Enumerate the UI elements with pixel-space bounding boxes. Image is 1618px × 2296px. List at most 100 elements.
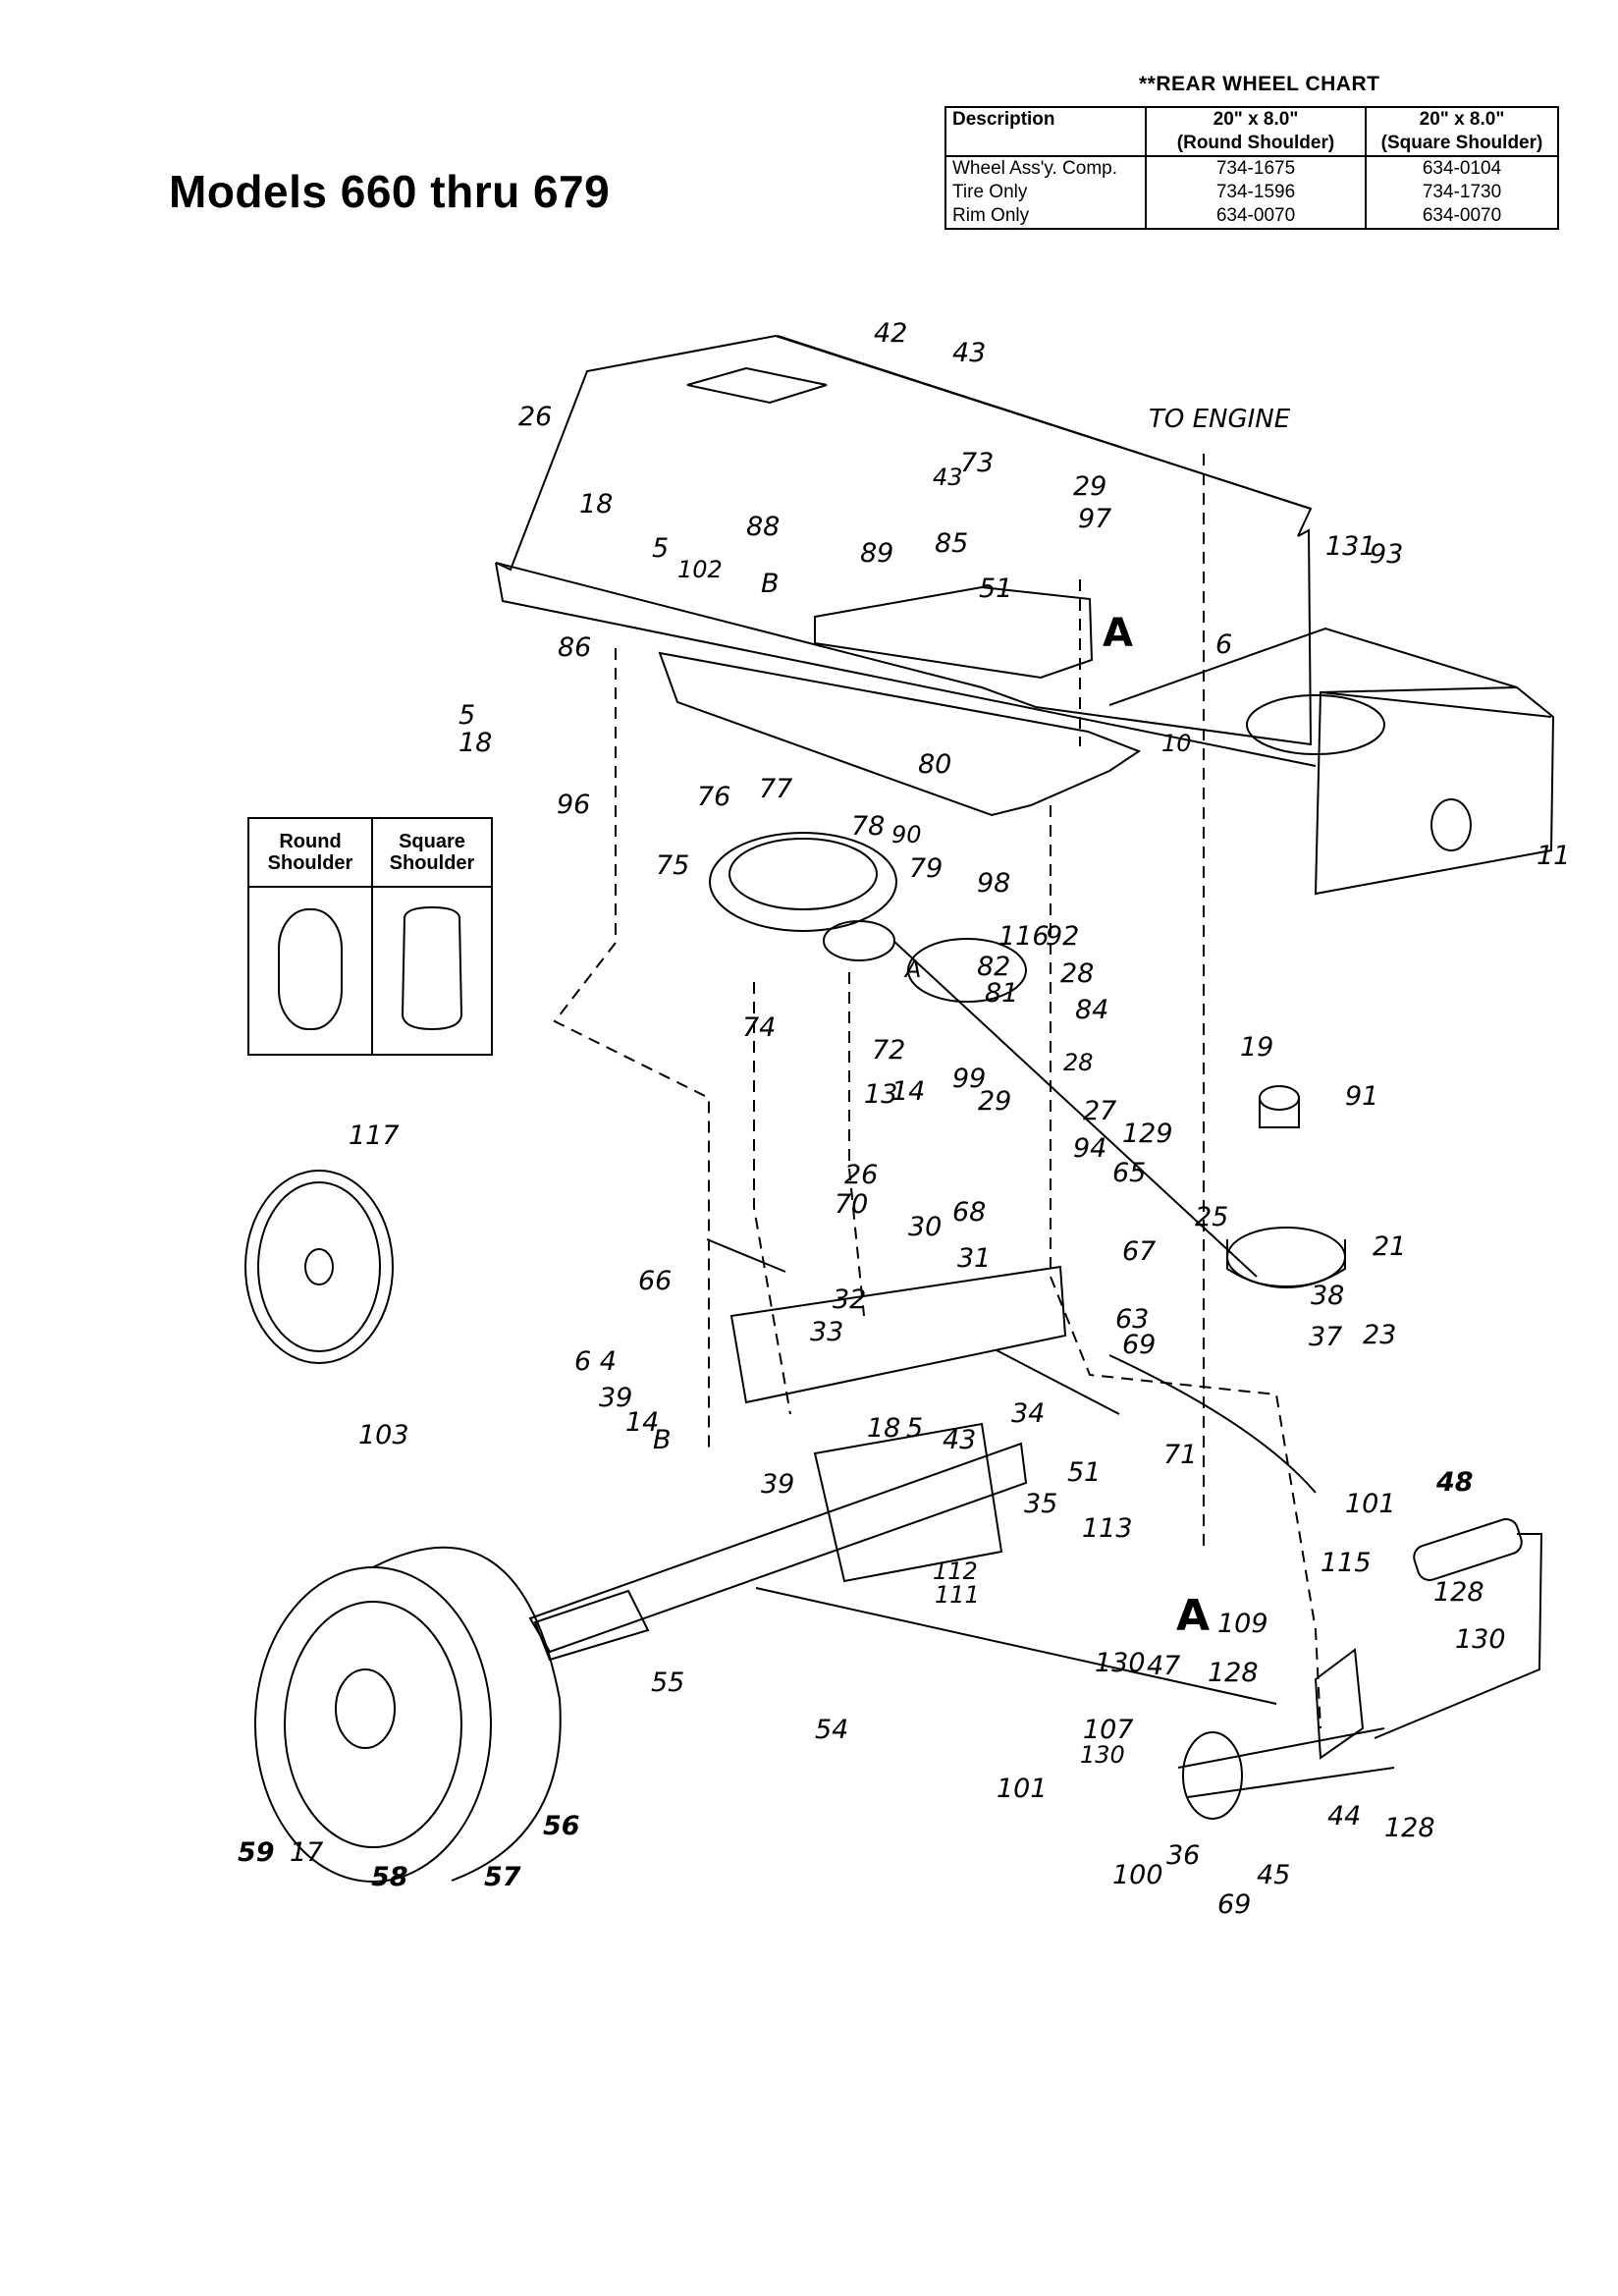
callout-5: 5	[458, 700, 475, 731]
shoulder-legend: Round Shoulder Square Shoulder	[247, 817, 493, 1056]
callout-128: 128	[1433, 1577, 1484, 1608]
table-row: Wheel Ass'y. Comp. 734-1675 634-0104	[944, 156, 1559, 181]
callout-70: 70	[835, 1189, 868, 1220]
callout-90: 90	[891, 821, 922, 848]
square-shoulder-label-2: Shoulder	[389, 852, 475, 874]
square-shoulder-label-1: Square	[399, 831, 465, 852]
square-shoulder-header: Square Shoulder	[371, 819, 493, 888]
callout-25: 25	[1195, 1202, 1228, 1232]
callout-84: 84	[1075, 995, 1108, 1025]
rear-tire-drawing	[254, 1546, 562, 1883]
callout-32: 32	[833, 1285, 866, 1315]
callout-98: 98	[977, 868, 1010, 899]
callout-72: 72	[872, 1035, 905, 1066]
callout-29: 29	[978, 1086, 1011, 1117]
callout-6: 6	[1215, 629, 1232, 660]
callout-A: A	[903, 956, 921, 983]
callout-68: 68	[952, 1197, 986, 1228]
callout-130: 130	[1095, 1648, 1146, 1678]
callout-129: 129	[1122, 1119, 1173, 1149]
callout-to-engine: TO ENGINE	[1149, 405, 1291, 434]
callout-116: 116	[998, 921, 1050, 952]
callout-43: 43	[943, 1425, 976, 1455]
callout-29: 29	[1073, 471, 1106, 502]
callout-82: 82	[977, 952, 1010, 982]
row-description: Rim Only	[944, 204, 1147, 230]
callout-B: B	[761, 569, 780, 599]
callout-101: 101	[997, 1774, 1048, 1804]
callout-21: 21	[1373, 1231, 1406, 1262]
callout-89: 89	[860, 538, 893, 569]
callout-26: 26	[518, 402, 552, 432]
callout-92: 92	[1046, 921, 1079, 952]
row-round-part: 734-1596	[1145, 181, 1367, 204]
transaxle-drawing	[528, 1265, 1067, 1662]
callout-18: 18	[579, 489, 613, 519]
callout-96: 96	[557, 790, 590, 820]
callout-73: 73	[960, 448, 994, 478]
header-round-size: 20" x 8.0"	[1213, 109, 1299, 130]
callout-34: 34	[1011, 1398, 1045, 1429]
frame-drawing	[495, 334, 1555, 896]
callout-85: 85	[935, 528, 968, 559]
callout-57: 57	[484, 1862, 521, 1892]
callout-77: 77	[759, 774, 792, 804]
callout-103: 103	[358, 1420, 409, 1450]
callout-51: 51	[979, 574, 1012, 604]
callout-115: 115	[1321, 1548, 1372, 1578]
header-square-size: 20" x 8.0"	[1419, 109, 1505, 130]
round-shoulder-header: Round Shoulder	[249, 819, 371, 888]
callout-55: 55	[651, 1667, 684, 1698]
callout-36: 36	[1166, 1840, 1200, 1871]
callout-99: 99	[952, 1064, 986, 1094]
callout-56: 56	[543, 1811, 580, 1841]
callout-27: 27	[1083, 1096, 1116, 1126]
callout-81: 81	[985, 978, 1018, 1009]
rear-wheel-chart-title: **REAR WHEEL CHART	[1139, 73, 1380, 95]
callout-39: 39	[761, 1469, 794, 1500]
callout-18: 18	[867, 1413, 900, 1444]
row-square-part: 634-0104	[1365, 156, 1559, 181]
callout-109: 109	[1217, 1609, 1268, 1639]
callout-74: 74	[742, 1012, 776, 1043]
callout-66: 66	[638, 1266, 672, 1296]
round-shoulder-tire-profile	[278, 908, 343, 1030]
callout-75: 75	[656, 850, 689, 881]
callout-42: 42	[874, 318, 907, 349]
row-round-part: 734-1675	[1145, 156, 1367, 181]
square-shoulder-tire-profile	[401, 905, 463, 1031]
callout-128: 128	[1208, 1658, 1259, 1688]
callout-93: 93	[1370, 539, 1403, 570]
callout-128: 128	[1384, 1813, 1435, 1843]
callout-59: 59	[238, 1837, 275, 1868]
callout-58: 58	[371, 1862, 408, 1892]
control-cable-drawing	[706, 1238, 1317, 1705]
row-square-part: 734-1730	[1365, 181, 1559, 204]
callout-65: 65	[1112, 1158, 1146, 1188]
callout-69: 69	[1122, 1330, 1156, 1360]
row-square-part: 634-0070	[1365, 204, 1559, 230]
callout-38: 38	[1311, 1281, 1344, 1311]
callout-111: 111	[935, 1581, 980, 1609]
header-square-shoulder: 20" x 8.0" (Square Shoulder)	[1365, 106, 1559, 157]
callout-80: 80	[918, 749, 951, 780]
callout-86: 86	[558, 632, 591, 663]
callout-39: 39	[599, 1383, 632, 1413]
callout-47: 47	[1147, 1651, 1180, 1681]
callout-91: 91	[1345, 1081, 1378, 1112]
callout-A: A	[1176, 1591, 1210, 1641]
callout-48: 48	[1435, 1467, 1474, 1498]
callout-113: 113	[1082, 1513, 1133, 1544]
pedal-assembly-drawing	[1177, 1518, 1543, 1820]
callout-A: A	[1103, 611, 1133, 656]
rear-wheel-chart-table: Description 20" x 8.0" (Round Shoulder) …	[944, 106, 1559, 230]
table-row: Tire Only 734-1596 734-1730	[944, 181, 1559, 204]
callout-63: 63	[1115, 1304, 1149, 1335]
row-description: Wheel Ass'y. Comp.	[944, 156, 1147, 181]
row-description: Tire Only	[944, 181, 1147, 204]
callout-17: 17	[290, 1837, 323, 1868]
callout-107: 107	[1083, 1715, 1134, 1745]
callout-130: 130	[1080, 1741, 1125, 1769]
callout-88: 88	[746, 512, 780, 542]
callout-44: 44	[1327, 1801, 1361, 1831]
